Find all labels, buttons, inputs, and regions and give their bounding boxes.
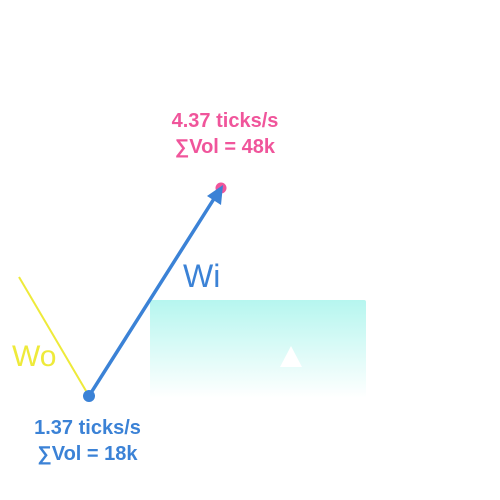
arrowhead-icon [207, 185, 223, 205]
start-point-label: 1.37 ticks/s ∑Vol = 18k [10, 415, 165, 467]
wi-vector-line [87, 192, 219, 398]
end-point-label: 4.37 ticks/s ∑Vol = 48k [150, 108, 300, 160]
start-point-volume: ∑Vol = 18k [37, 443, 138, 465]
wi-label: Wi [183, 258, 221, 294]
wo-label: Wo [12, 340, 57, 373]
shaded-region [150, 300, 366, 398]
start-point-marker [83, 390, 95, 402]
end-point-volume: ∑Vol = 48k [174, 136, 276, 158]
wo-line [18, 276, 90, 397]
start-point-rate: 1.37 ticks/s [34, 417, 141, 439]
triangle-up-icon [280, 346, 302, 367]
end-point-rate: 4.37 ticks/s [171, 110, 279, 132]
